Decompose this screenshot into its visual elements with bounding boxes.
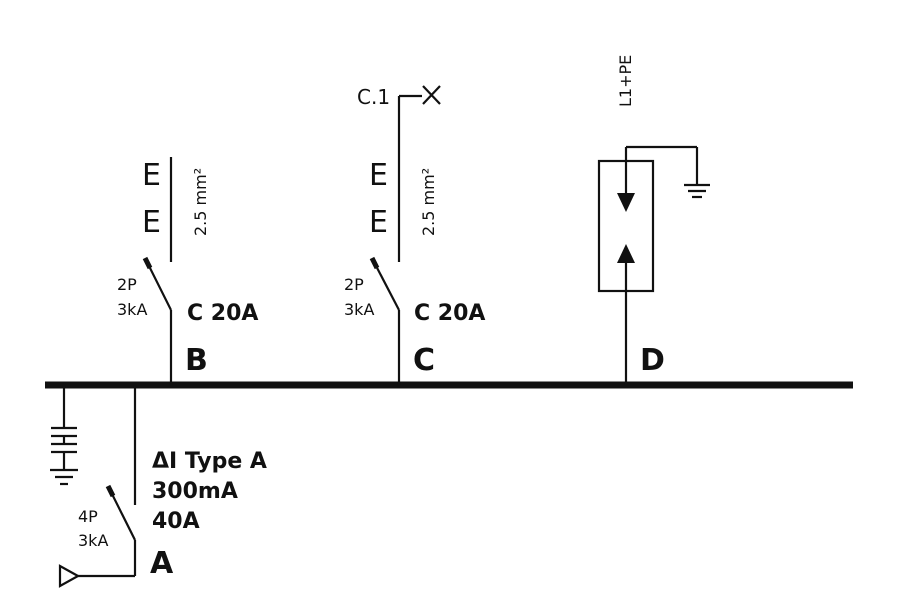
breaker-switch-icon <box>369 256 400 311</box>
feeder-d: L1+PE D <box>597 55 710 385</box>
feeder-a: 4P 3kA ΔI Type A 300mA 40A A <box>50 385 267 588</box>
feeder-letter: D <box>640 343 665 378</box>
feeder-letter: B <box>185 343 208 378</box>
ground-icon <box>684 183 710 199</box>
supply-triangle-icon <box>58 564 81 588</box>
spd-label: L1+PE <box>616 55 635 107</box>
poles-label: 2P <box>344 275 364 294</box>
earth-symbol: E <box>142 158 161 193</box>
poles-label: 4P <box>78 507 98 526</box>
cable-size-label: 2.5 mm² <box>191 168 210 236</box>
sub-circuit-label: C.1 <box>357 85 390 109</box>
breaking-capacity-label: 3kA <box>78 531 108 550</box>
feeder-letter: A <box>150 546 174 581</box>
ground-icon <box>50 468 78 486</box>
earth-symbol: E <box>142 205 161 240</box>
rcd-type-label: ΔI Type A <box>152 449 267 474</box>
feeder-b: E E 2.5 mm² 2P 3kA C 20A B <box>117 157 258 385</box>
rcd-rating-label: 40A <box>152 509 200 534</box>
breaker-switch-icon <box>142 256 172 311</box>
feeder-letter: C <box>413 343 435 378</box>
feeder-c: C.1 E E 2.5 mm² 2P 3kA C 20A C <box>344 85 485 385</box>
breaker-rating-label: C 20A <box>414 301 485 326</box>
breaking-capacity-label: 3kA <box>344 300 374 319</box>
breaker-rating-label: C 20A <box>187 301 258 326</box>
cable-size-label: 2.5 mm² <box>419 168 438 236</box>
earth-symbol: E <box>369 158 388 193</box>
breaker-switch-icon <box>105 484 136 541</box>
rcd-sensitivity-label: 300mA <box>152 479 238 504</box>
filter-capacitor-icon <box>51 385 77 470</box>
earth-symbol: E <box>369 205 388 240</box>
poles-label: 2P <box>117 275 137 294</box>
cross-termination-icon <box>422 85 441 105</box>
breaking-capacity-label: 3kA <box>117 300 147 319</box>
